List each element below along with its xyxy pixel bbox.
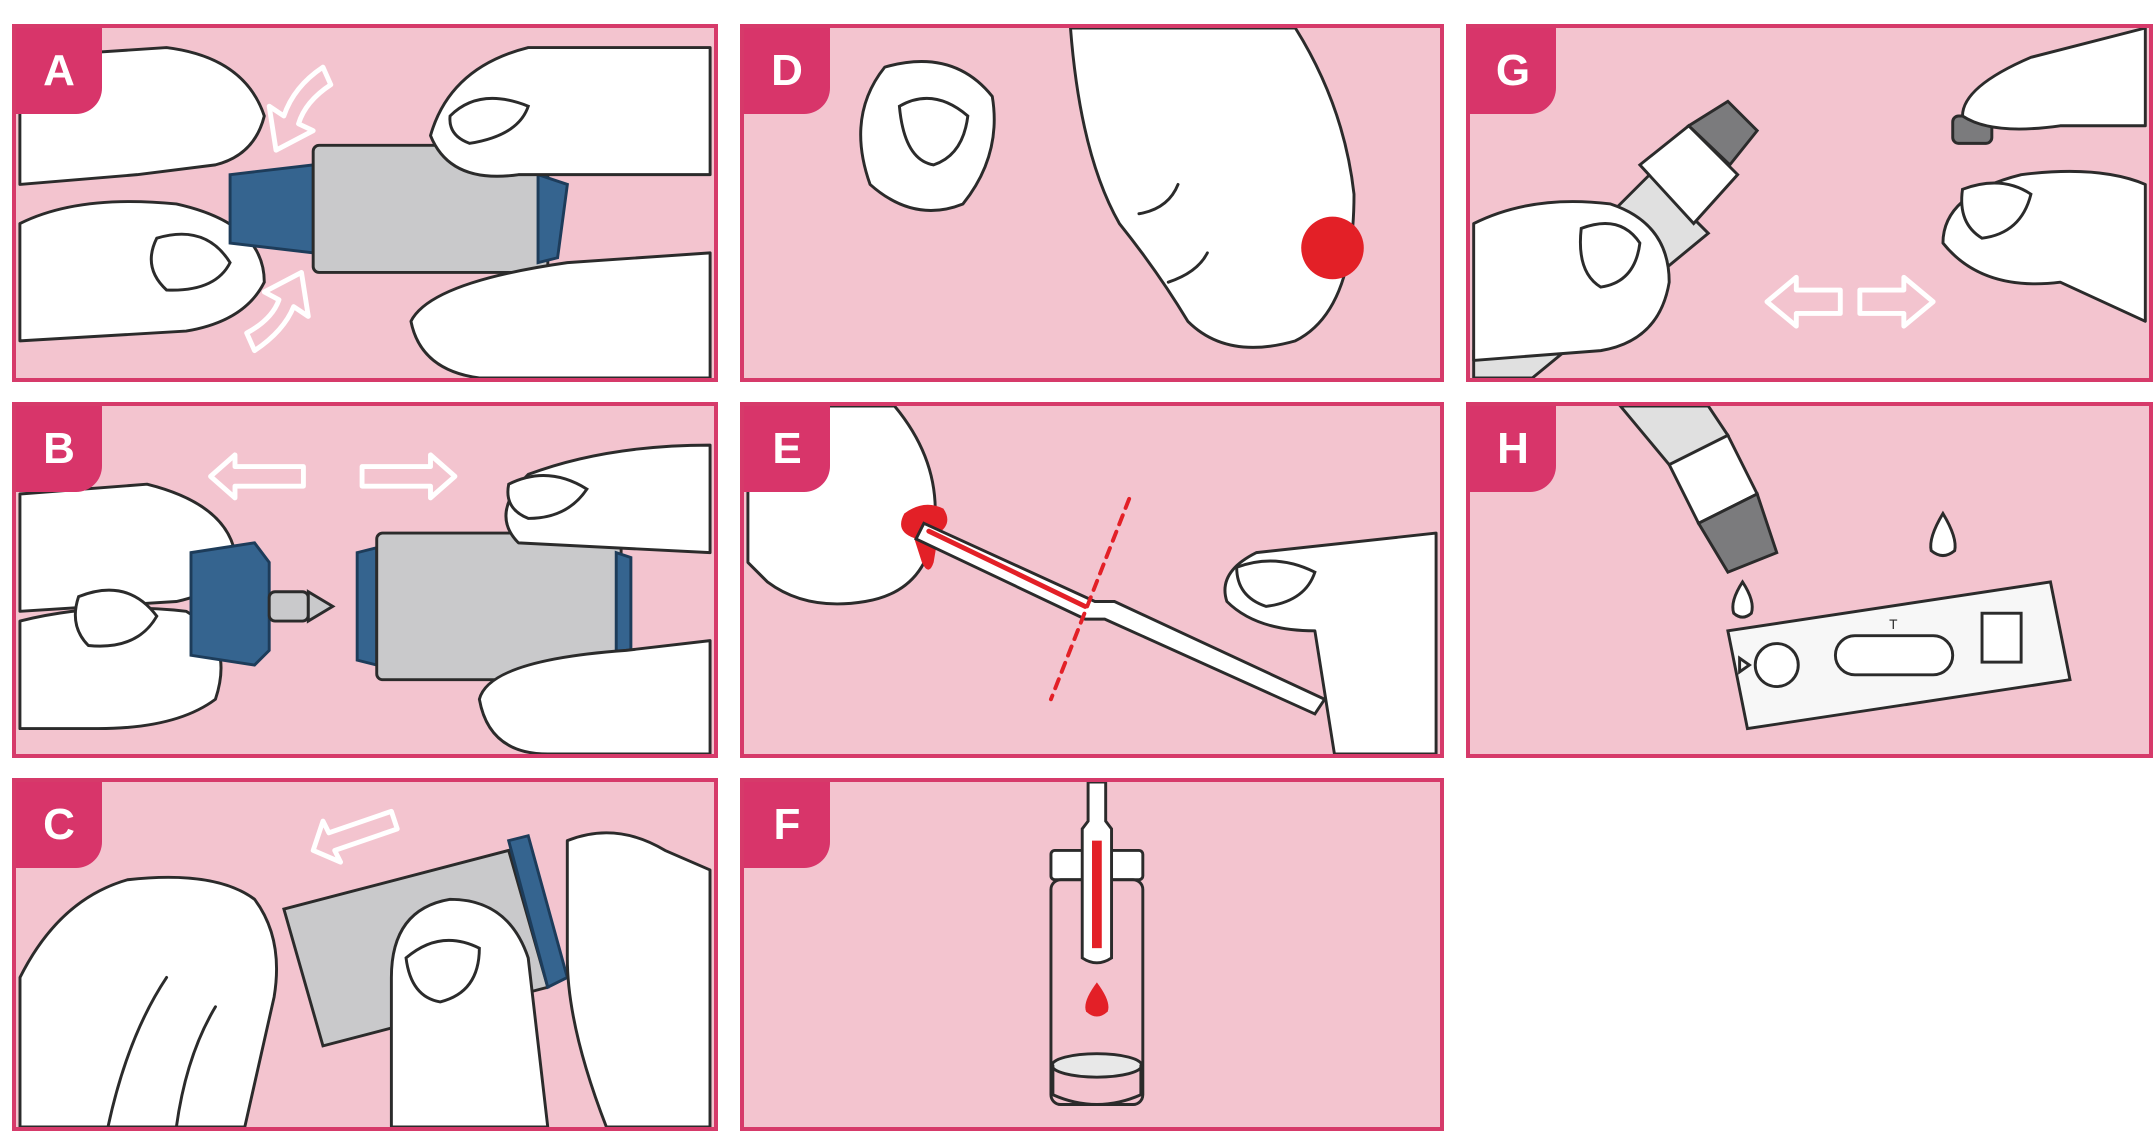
pull-lancet-apart-illustration (16, 406, 714, 754)
step-e-label: E (744, 406, 830, 492)
arrow-right-icon (362, 455, 455, 498)
rotate-arrow-icon (269, 67, 331, 150)
push-lancet-cap-illustration (16, 782, 714, 1127)
test-line-mark: T (1889, 617, 1898, 632)
step-a-panel: A (12, 24, 718, 382)
step-b-panel: B (12, 402, 718, 758)
arrow-left-icon (313, 811, 397, 862)
twist-lancet-cap-illustration (16, 28, 714, 378)
prick-finger-illustration (744, 28, 1440, 378)
open-bottle-cap-illustration (1470, 28, 2149, 378)
add-blood-to-bottle-illustration (744, 782, 1440, 1127)
step-f-panel: F (740, 778, 1444, 1131)
drop-icon (1931, 514, 1955, 556)
blood-drop (1301, 217, 1364, 280)
step-g-panel: G (1466, 24, 2153, 382)
step-e-panel: E (740, 402, 1444, 758)
step-d-panel: D (740, 24, 1444, 382)
step-g-label: G (1470, 28, 1556, 114)
add-drops-to-test-cassette-illustration: T (1470, 406, 2149, 754)
arrow-left-icon (211, 455, 304, 498)
sample-well (1755, 644, 1798, 687)
step-f-label: F (744, 782, 830, 868)
capillary-pipette (1082, 782, 1111, 963)
arrow-right-icon (1860, 277, 1933, 326)
step-h-label: H (1470, 406, 1556, 492)
result-window (1835, 636, 1952, 675)
test-cassette: T (1728, 582, 2070, 729)
step-c-panel: C (12, 778, 718, 1131)
step-d-label: D (744, 28, 830, 114)
step-b-label: B (16, 406, 102, 492)
step-a-label: A (16, 28, 102, 114)
buffer-drop (1733, 582, 1752, 617)
lancet-cap (191, 543, 333, 665)
dropper-bottle (1620, 406, 1776, 572)
step-h-panel: H T (1466, 402, 2153, 758)
step-c-label: C (16, 782, 102, 868)
arrow-left-icon (1767, 277, 1840, 326)
collect-blood-with-pipette-illustration (744, 406, 1440, 754)
